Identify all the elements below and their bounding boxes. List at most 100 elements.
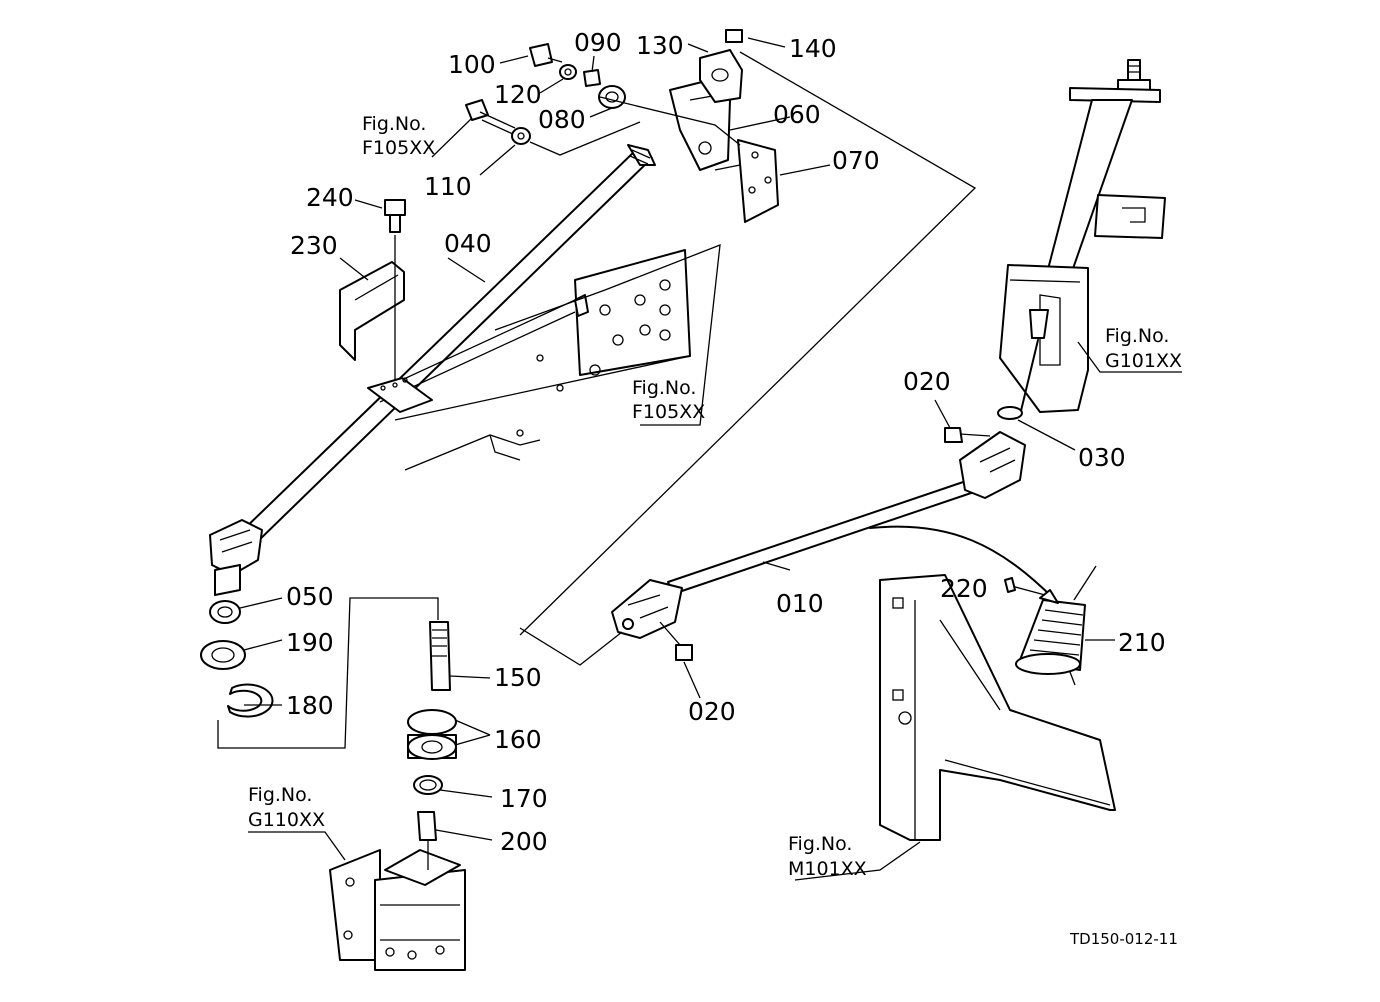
leader-line [589,107,613,118]
part-number-120: 120 [494,80,542,109]
leader-line [1077,341,1182,373]
assembly-arrow [869,525,1056,601]
leader-line [354,199,383,209]
shaft-150 [429,621,451,691]
plate-070 [737,139,779,223]
steering-shaft-010 [611,431,1026,639]
figure-ref-label: Fig.No. [632,377,696,399]
figure-ref-code: M101XX [788,858,867,880]
part-number-060: 060 [773,100,821,129]
bolt-220 [1004,577,1046,596]
leader-line [248,831,346,861]
part-number-230: 230 [290,231,338,260]
part-number-070: 070 [832,146,880,175]
bolt-240 [384,199,406,395]
bolt-020-lower [659,621,693,661]
leader-line [529,121,641,156]
leader-line [243,639,283,651]
part-number-090: 090 [574,28,622,57]
part-number-210: 210 [1118,628,1166,657]
leader-line [435,829,493,841]
figure-ref-label: Fig.No. [1105,325,1169,347]
leader-line [217,597,439,749]
nut-050 [209,600,241,624]
leader-line [683,661,701,699]
snap-ring-170 [413,775,443,795]
leader-line [539,78,564,94]
part-number-010: 010 [776,589,824,618]
leader-line [449,675,491,679]
leader-line [499,55,529,64]
figure-ref-code: F105XX [362,137,435,159]
figure-ref-label: Fig.No. [248,784,312,806]
leader-line [447,257,486,283]
washer-190 [200,640,246,670]
part-number-140: 140 [789,34,837,63]
leader-line [239,597,283,609]
leader-line [714,164,831,176]
gearbox [329,840,466,971]
bracket-230 [339,261,405,361]
leader-line [519,51,977,636]
part-number-020-lower: 020 [688,697,736,726]
figure-ref-label: Fig.No. [788,833,852,855]
steering-column [999,59,1166,416]
leader-line [454,719,491,746]
part-number-200: 200 [500,827,548,856]
leader-line [1069,565,1097,686]
part-number-040: 040 [444,229,492,258]
boot-210 [1015,599,1086,675]
bushing-080 [598,85,626,109]
leader-line [479,144,516,176]
bearings-160 [407,709,457,760]
figure-ref-code: G101XX [1105,350,1182,372]
leader-line [794,841,921,881]
assembly-arrow-head [1039,589,1059,604]
collar-090 [583,69,601,87]
washer-030 [997,406,1023,420]
washer-120 [559,64,577,80]
bolt-020-upper [944,427,991,443]
part-number-240: 240 [306,183,354,212]
snap-ring-180 [227,683,274,718]
leader-line [687,43,709,53]
cab-frame [879,574,1116,841]
figure-ref-code: F105XX [632,401,705,423]
leader-line [431,117,473,158]
mounting-plate [367,377,433,413]
leader-line [439,789,493,798]
bolt-140 [725,29,743,43]
part-number-180: 180 [286,691,334,720]
leader-line [519,627,623,666]
bolt-f105 [465,99,516,136]
drawing-code: TD150-012-11 [1069,930,1178,948]
part-number-160: 160 [494,725,542,754]
leader-line [494,244,721,426]
part-number-100: 100 [448,50,496,79]
leader-line [599,96,741,146]
leader-line [729,116,791,131]
part-number-150: 150 [494,663,542,692]
leader-line [591,55,595,73]
washer-110 [511,127,531,145]
part-number-170: 170 [500,784,548,813]
mount-130 [699,49,743,103]
part-number-050: 050 [286,582,334,611]
part-number-030: 030 [1078,443,1126,472]
part-number-220: 220 [940,574,988,603]
leader-line [1017,419,1076,451]
part-number-080: 080 [538,105,586,134]
part-number-130: 130 [636,31,684,60]
bolt-100 [529,43,563,67]
leader-line [762,561,791,571]
leader-line [339,257,369,281]
leader-line [747,37,786,48]
leader-line [934,399,951,429]
part-number-020-upper: 020 [903,367,951,396]
frame-plate [379,249,691,471]
spline-200 [417,811,437,841]
figure-ref-label: Fig.No. [362,113,426,135]
part-number-190: 190 [286,628,334,657]
shaft-040 [209,144,656,596]
